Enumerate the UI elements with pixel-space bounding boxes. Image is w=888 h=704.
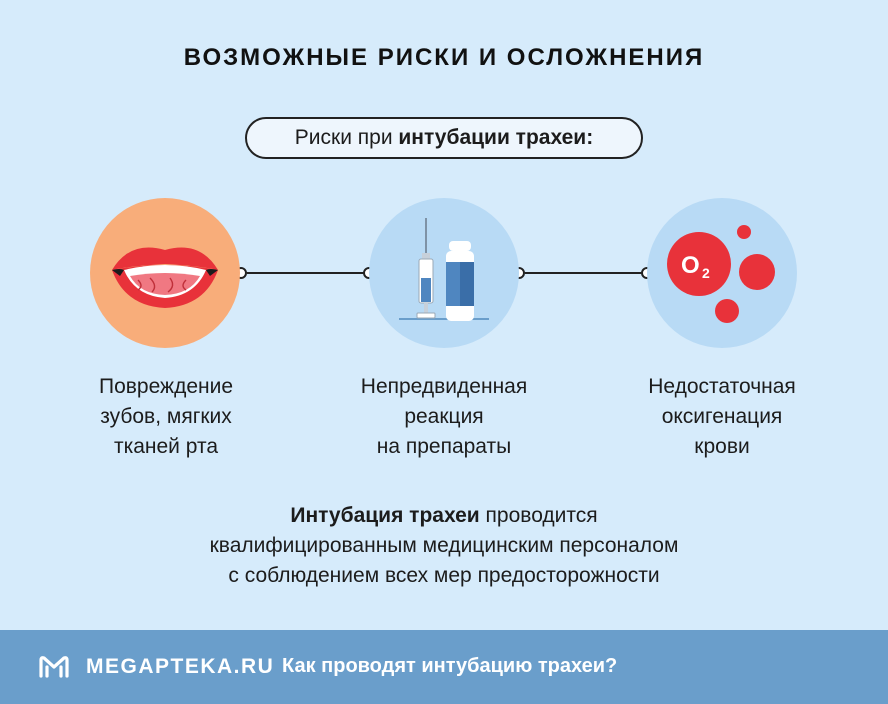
mouth-teeth-icon bbox=[112, 247, 218, 308]
risk-caption-teeth: Повреждение зубов, мягких тканей рта bbox=[56, 372, 276, 462]
caption-line: реакция bbox=[404, 405, 484, 428]
megapteka-logo-icon[interactable] bbox=[38, 654, 70, 680]
caption-line: Повреждение bbox=[98, 375, 234, 398]
risk-circle-oxygen: O 2 bbox=[647, 198, 797, 348]
risk-circle-teeth bbox=[90, 198, 240, 348]
oxygen-bubbles-icon: O 2 bbox=[667, 225, 775, 323]
note-bold: Интубация трахеи bbox=[290, 504, 480, 527]
caption-line: тканей рта bbox=[113, 435, 219, 458]
safety-note: Интубация трахеи проводится квалифициров… bbox=[0, 501, 888, 591]
brand-name[interactable]: MEGAPTEKA.RU bbox=[86, 655, 275, 678]
caption-line: крови bbox=[694, 435, 750, 458]
caption-line: Непредвиденная bbox=[360, 375, 528, 398]
risk-circle-drugs bbox=[369, 198, 519, 348]
pill-bold: интубации трахеи: bbox=[398, 126, 594, 149]
footer-bar: MEGAPTEKA.RU Как проводят интубацию трах… bbox=[0, 630, 888, 704]
caption-line: оксигенация bbox=[661, 405, 783, 428]
connector-1 bbox=[247, 272, 364, 274]
article-title[interactable]: Как проводят интубацию трахеи? bbox=[282, 655, 618, 677]
note-rest: проводится bbox=[479, 504, 598, 527]
connector-2 bbox=[525, 272, 642, 274]
pill-prefix: Риски при bbox=[294, 126, 399, 149]
o2-label: O bbox=[681, 252, 700, 279]
caption-line: зубов, мягких bbox=[100, 405, 232, 428]
note-line-2: квалифицированным медицинским персоналом bbox=[209, 534, 679, 557]
page-title: ВОЗМОЖНЫЕ РИСКИ И ОСЛОЖНЕНИЯ bbox=[183, 44, 705, 71]
o2-subscript: 2 bbox=[702, 265, 710, 281]
caption-line: на препараты bbox=[376, 435, 512, 458]
caption-line: Недостаточная bbox=[648, 375, 796, 398]
syringe-vial-icon bbox=[399, 218, 489, 321]
risks-subtitle-pill: Риски при интубации трахеи: bbox=[245, 117, 643, 159]
note-line-1: Интубация трахеи проводится bbox=[0, 501, 888, 531]
note-line-3: с соблюдением всех мер предосторожности bbox=[228, 564, 660, 587]
risk-caption-oxygen: Недостаточная оксигенация крови bbox=[612, 372, 832, 462]
risk-caption-drugs: Непредвиденная реакция на препараты bbox=[334, 372, 554, 462]
